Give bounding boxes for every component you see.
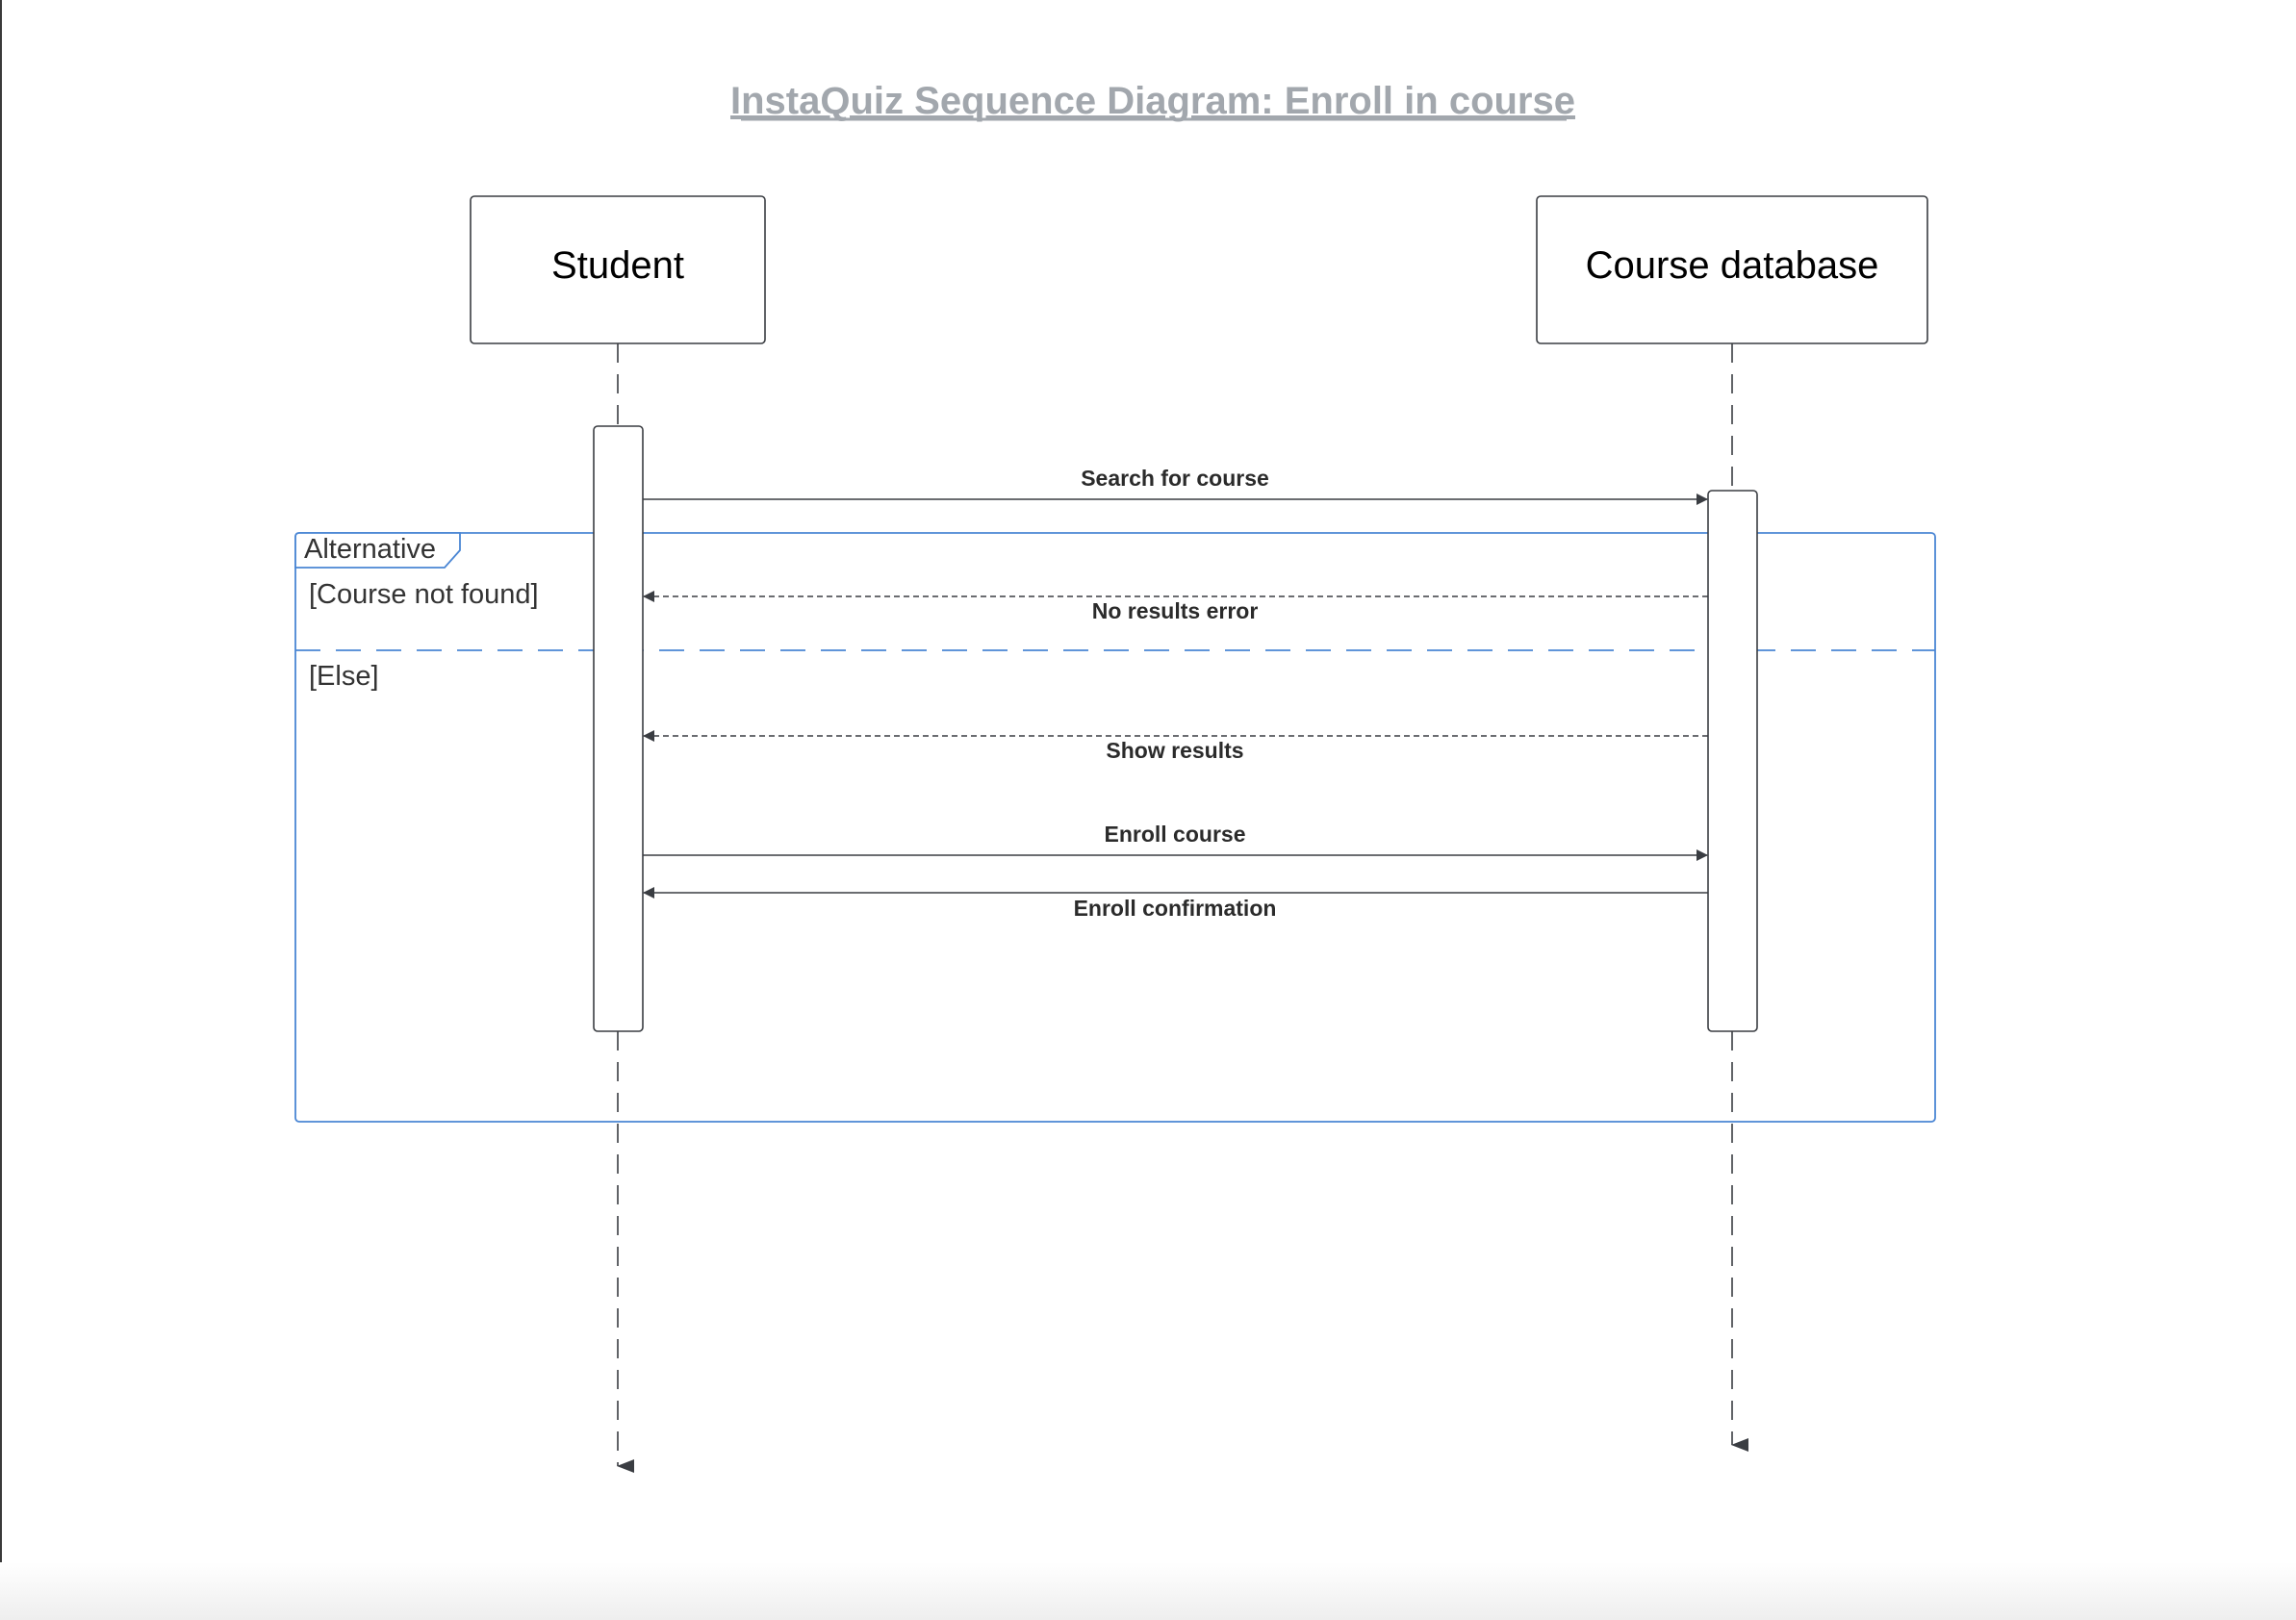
lifeline-student[interactable]: Student — [470, 195, 766, 1473]
activation-bar-student[interactable] — [593, 425, 644, 1032]
lifeline-course-database[interactable]: Course database — [1536, 195, 1928, 1452]
alt-frame-border — [294, 532, 1936, 1123]
lifeline-course-database-label: Course database — [1586, 244, 1879, 287]
message-search-for-course[interactable]: Search for course — [643, 466, 1708, 505]
message-label: Enroll confirmation — [1074, 896, 1277, 921]
window-bottom-shadow — [0, 1562, 2296, 1620]
message-enroll-confirmation[interactable]: Enroll confirmation — [643, 887, 1708, 921]
message-no-results-error[interactable]: No results error — [643, 591, 1708, 623]
alt-frame-tab — [294, 532, 461, 569]
lifeline-student-label: Student — [551, 244, 684, 287]
alt-condition-course-not-found: [Course not found] — [309, 579, 539, 610]
message-enroll-course[interactable]: Enroll course — [643, 822, 1708, 861]
diagram-title: InstaQuiz Sequence Diagram: Enroll in co… — [730, 80, 1575, 122]
alt-frame-operator: Alternative — [304, 534, 436, 565]
message-label: Enroll course — [1105, 822, 1246, 847]
alt-condition-else: [Else] — [309, 661, 379, 692]
message-label: Show results — [1106, 738, 1243, 763]
window-left-edge — [0, 0, 2, 1620]
message-label: No results error — [1092, 598, 1259, 623]
message-show-results[interactable]: Show results — [643, 730, 1708, 763]
message-label: Search for course — [1081, 466, 1269, 491]
alt-frame[interactable]: Alternative [Course not found] [Else] — [294, 532, 1936, 1123]
activation-bar-course-database[interactable] — [1707, 490, 1758, 1032]
